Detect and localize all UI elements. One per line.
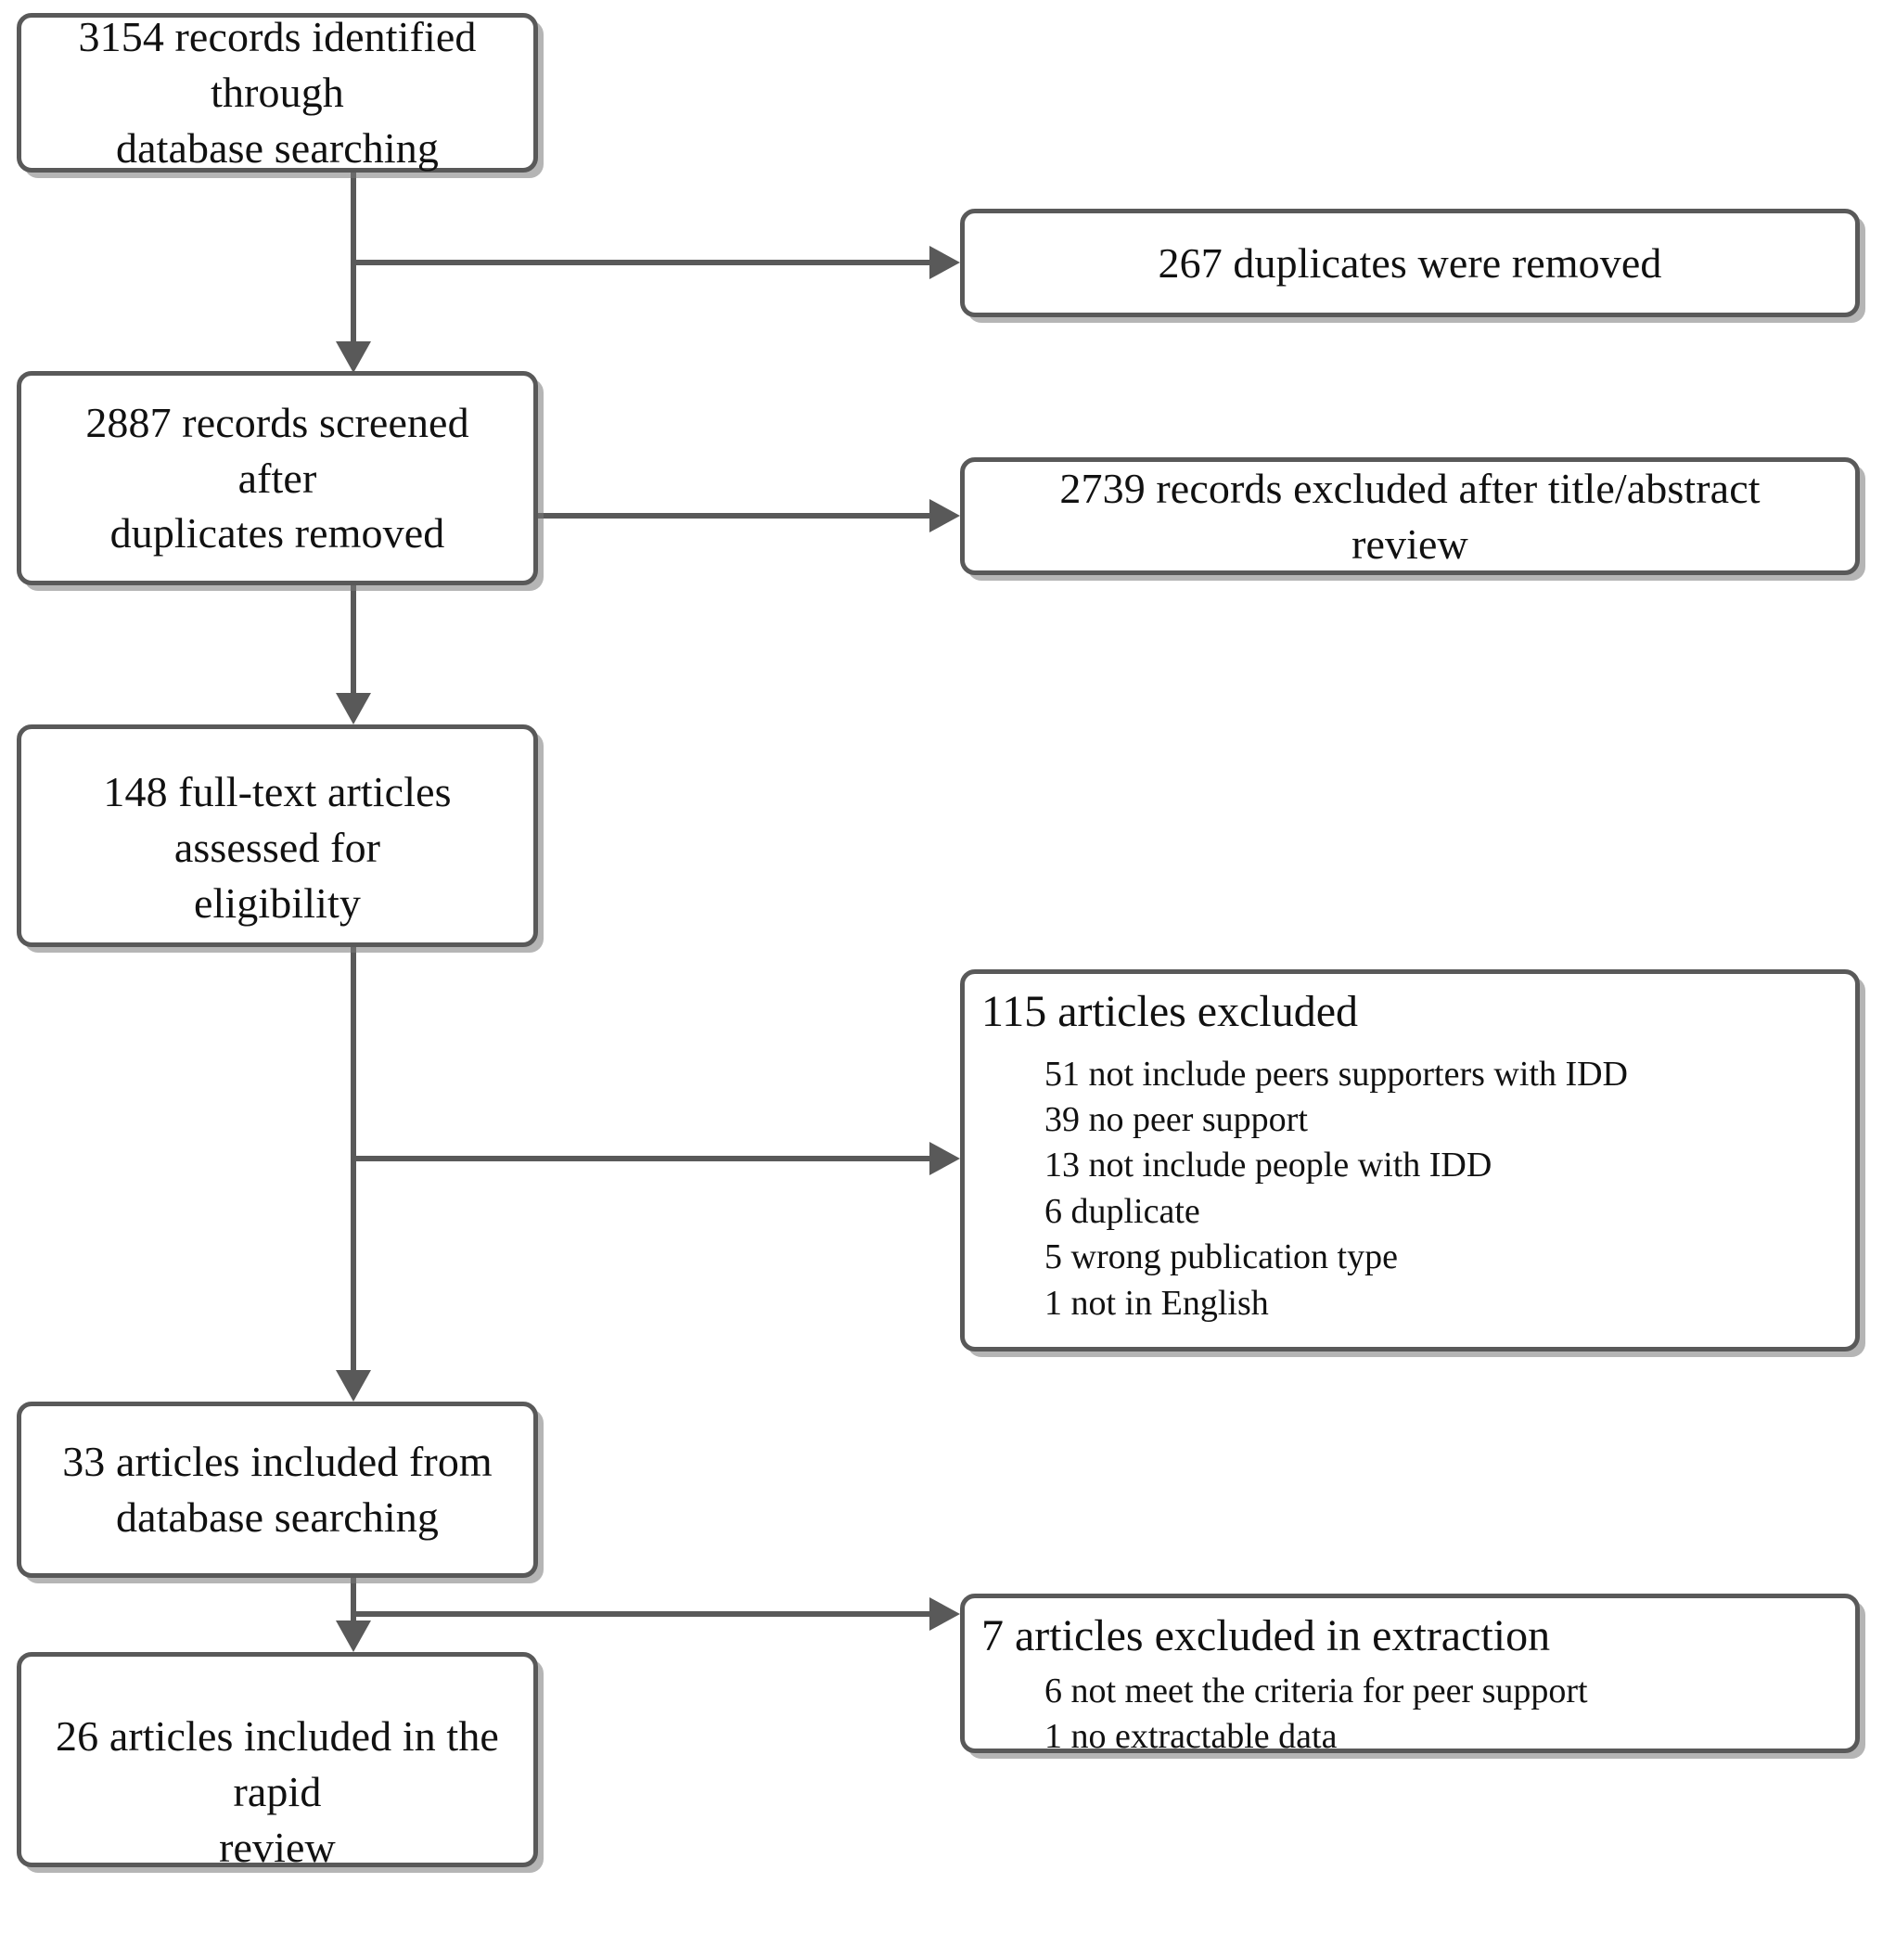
arrowhead-right-2: [929, 499, 960, 532]
node-records-identified-text: 3154 records identified through database…: [78, 13, 477, 172]
arrowhead-down-4: [336, 1621, 371, 1652]
list-item: 51 not include peers supporters with IDD: [1044, 1054, 1628, 1094]
list-item: 39 no peer support: [1044, 1099, 1308, 1139]
node-included-from-database: 33 articles included from database searc…: [17, 1402, 538, 1578]
node-articles-excluded-reasons: 51 not include peers supporters with IDD…: [965, 1039, 1628, 1326]
list-item: 6 duplicate: [1044, 1191, 1200, 1231]
node-records-screened-text: 2887 records screened after duplicates r…: [85, 398, 469, 557]
node-included-from-database-text: 33 articles included from database searc…: [62, 1438, 493, 1541]
arrowhead-down-2: [336, 693, 371, 724]
node-duplicates-removed: 267 duplicates were removed: [960, 209, 1860, 317]
list-item: 6 not meet the criteria for peer support: [1044, 1671, 1588, 1710]
arrowhead-down-1: [336, 341, 371, 373]
node-excluded-title-abstract-text: 2739 records excluded after title/abstra…: [1059, 464, 1761, 568]
arrowhead-down-3: [336, 1370, 371, 1402]
node-included-rapid-review: 26 articles included in the rapid review: [17, 1652, 538, 1871]
node-records-identified: 3154 records identified through database…: [17, 13, 538, 173]
node-included-rapid-review-text: 26 articles included in the rapid review: [56, 1712, 499, 1871]
arrowhead-right-1: [929, 246, 960, 279]
arrowhead-right-4: [929, 1597, 960, 1631]
node-articles-excluded-heading: 115 articles excluded: [981, 987, 1359, 1036]
list-item: 1 no extractable data: [1044, 1716, 1338, 1756]
node-excluded-in-extraction: 7 articles excluded in extraction 6 not …: [960, 1594, 1860, 1756]
arrowhead-right-3: [929, 1142, 960, 1175]
node-records-screened: 2887 records screened after duplicates r…: [17, 371, 538, 585]
node-duplicates-removed-text: 267 duplicates were removed: [1158, 238, 1662, 287]
node-articles-excluded: 115 articles excluded 51 not include pee…: [960, 969, 1860, 1352]
node-excluded-title-abstract: 2739 records excluded after title/abstra…: [960, 457, 1860, 575]
node-excluded-in-extraction-heading: 7 articles excluded in extraction: [981, 1611, 1551, 1660]
list-item: 1 not in English: [1044, 1283, 1269, 1323]
node-fulltext-assessed: 148 full-text articles assessed for elig…: [17, 724, 538, 947]
list-item: 5 wrong publication type: [1044, 1237, 1398, 1277]
list-item: 13 not include people with IDD: [1044, 1146, 1492, 1185]
node-fulltext-assessed-text: 148 full-text articles assessed for elig…: [103, 768, 452, 927]
node-excluded-in-extraction-reasons: 6 not meet the criteria for peer support…: [965, 1663, 1588, 1761]
